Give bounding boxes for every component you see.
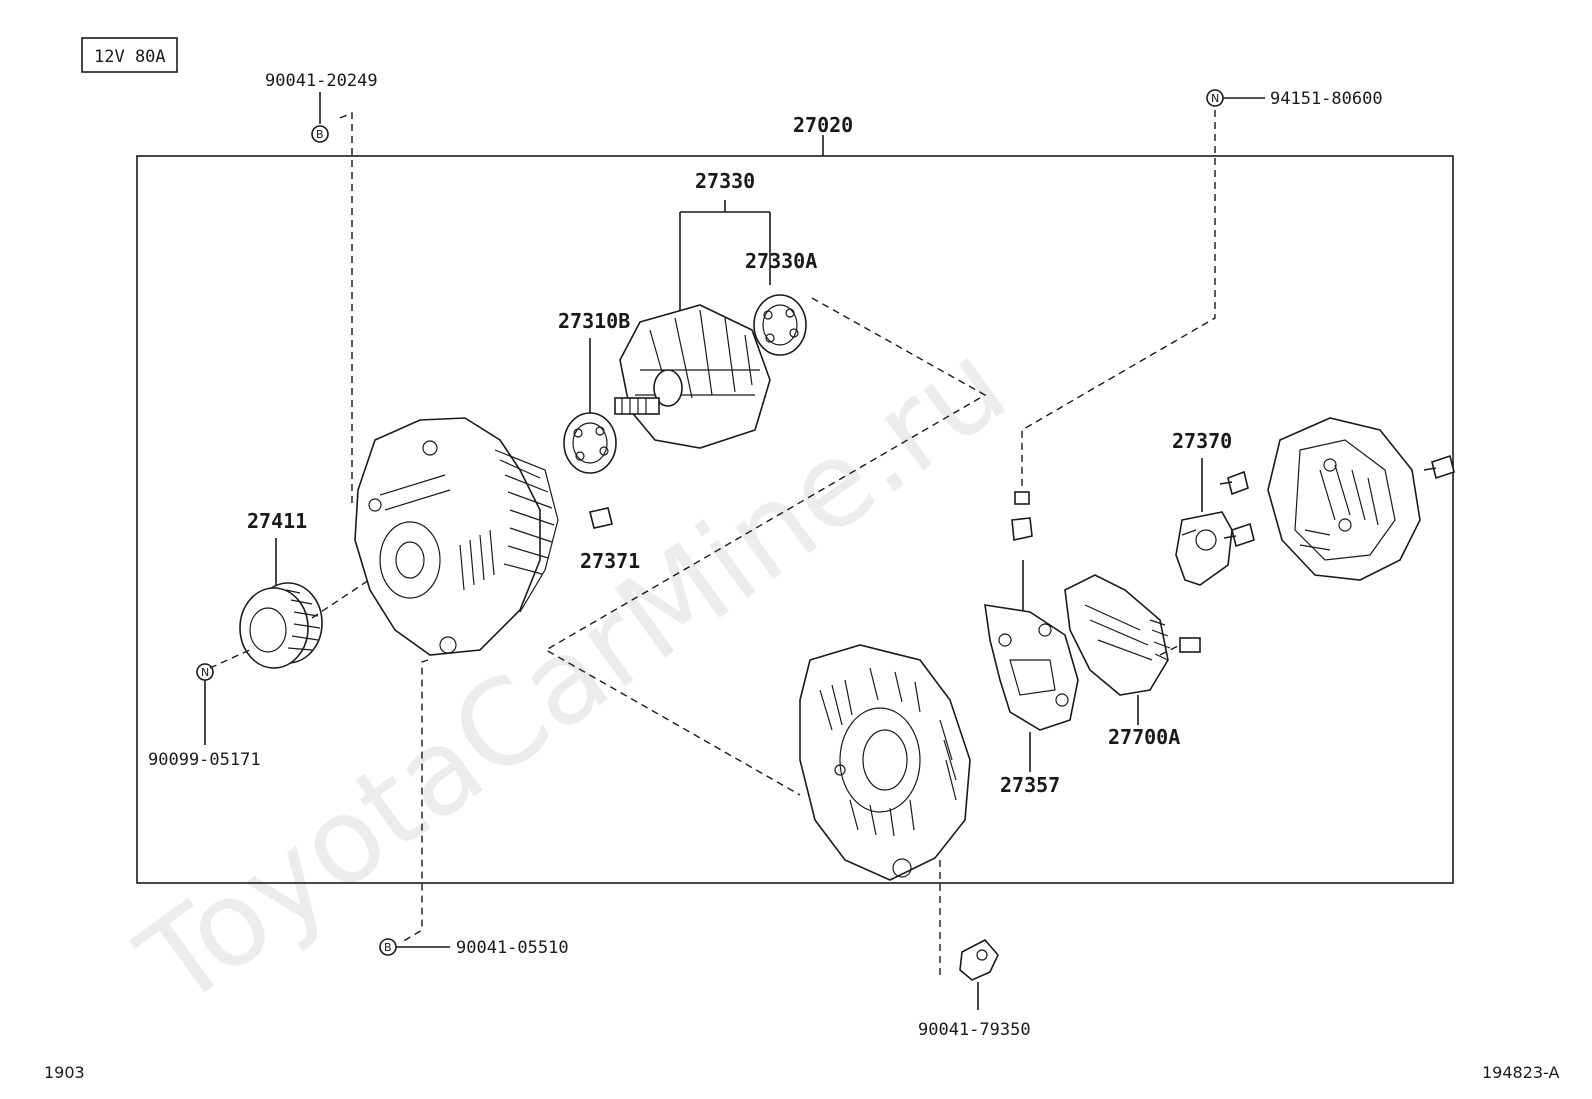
pulley-27411 <box>239 582 323 669</box>
spec-box-frame <box>81 37 178 73</box>
rectifier-27357 <box>984 491 1079 731</box>
insulator-90041-79350 <box>959 938 999 981</box>
rear-end-frame <box>799 644 971 881</box>
assembly-frame <box>136 155 1454 884</box>
bracket-27330 <box>679 200 771 310</box>
dash-bolt-top <box>339 111 353 505</box>
screw-rear-cover <box>1423 454 1455 480</box>
screw-terminal-lower <box>1223 522 1255 548</box>
regulator-27700A <box>1064 574 1201 696</box>
label-27371: 27371 <box>580 549 640 573</box>
footer-left: 1903 <box>44 1063 85 1082</box>
screw-terminal-upper <box>1219 470 1249 496</box>
label-90041-79350: 90041-79350 <box>918 1020 1031 1040</box>
rotor-assembly <box>614 304 771 449</box>
bearing-27330A <box>753 294 807 356</box>
label-27020: 27020 <box>793 113 853 137</box>
dash-bolt-bottom <box>401 659 429 943</box>
b-symbol-top-text: B <box>316 128 324 141</box>
n-symbol-top-text: N <box>1211 92 1219 105</box>
label-27411: 27411 <box>247 509 307 533</box>
label-27370: 27370 <box>1172 429 1232 453</box>
spec-box: 12V 80A <box>94 47 166 67</box>
dash-pulley-nut <box>209 647 255 669</box>
dash-exploded-path <box>544 297 987 796</box>
rear-cover <box>1267 417 1421 581</box>
label-27330A: 27330A <box>745 249 817 273</box>
label-27357: 27357 <box>1000 773 1060 797</box>
drive-end-frame <box>354 417 559 656</box>
brush-27371 <box>589 507 613 529</box>
bearing-27310B <box>563 412 617 474</box>
label-27700A: 27700A <box>1108 725 1180 749</box>
dash-pulley-shaft <box>311 577 373 619</box>
label-27310B: 27310B <box>558 309 630 333</box>
n-symbol-top: N <box>1206 89 1224 107</box>
label-90099-05171: 90099-05171 <box>148 750 261 770</box>
footer-right: 194823-A <box>1482 1063 1560 1082</box>
terminal-27370 <box>1175 511 1233 586</box>
label-27330: 27330 <box>695 169 755 193</box>
b-symbol-bottom: B <box>379 938 397 956</box>
label-94151-80600: 94151-80600 <box>1270 89 1383 109</box>
b-symbol-top: B <box>311 125 329 143</box>
b-symbol-bottom-text: B <box>384 941 392 954</box>
label-90041-05510: 90041-05510 <box>456 938 569 958</box>
n-symbol-pulley-text: N <box>201 666 209 679</box>
n-symbol-pulley: N <box>196 663 214 681</box>
dash-nut-top <box>1021 110 1216 490</box>
label-90041-20249: 90041-20249 <box>265 71 378 91</box>
